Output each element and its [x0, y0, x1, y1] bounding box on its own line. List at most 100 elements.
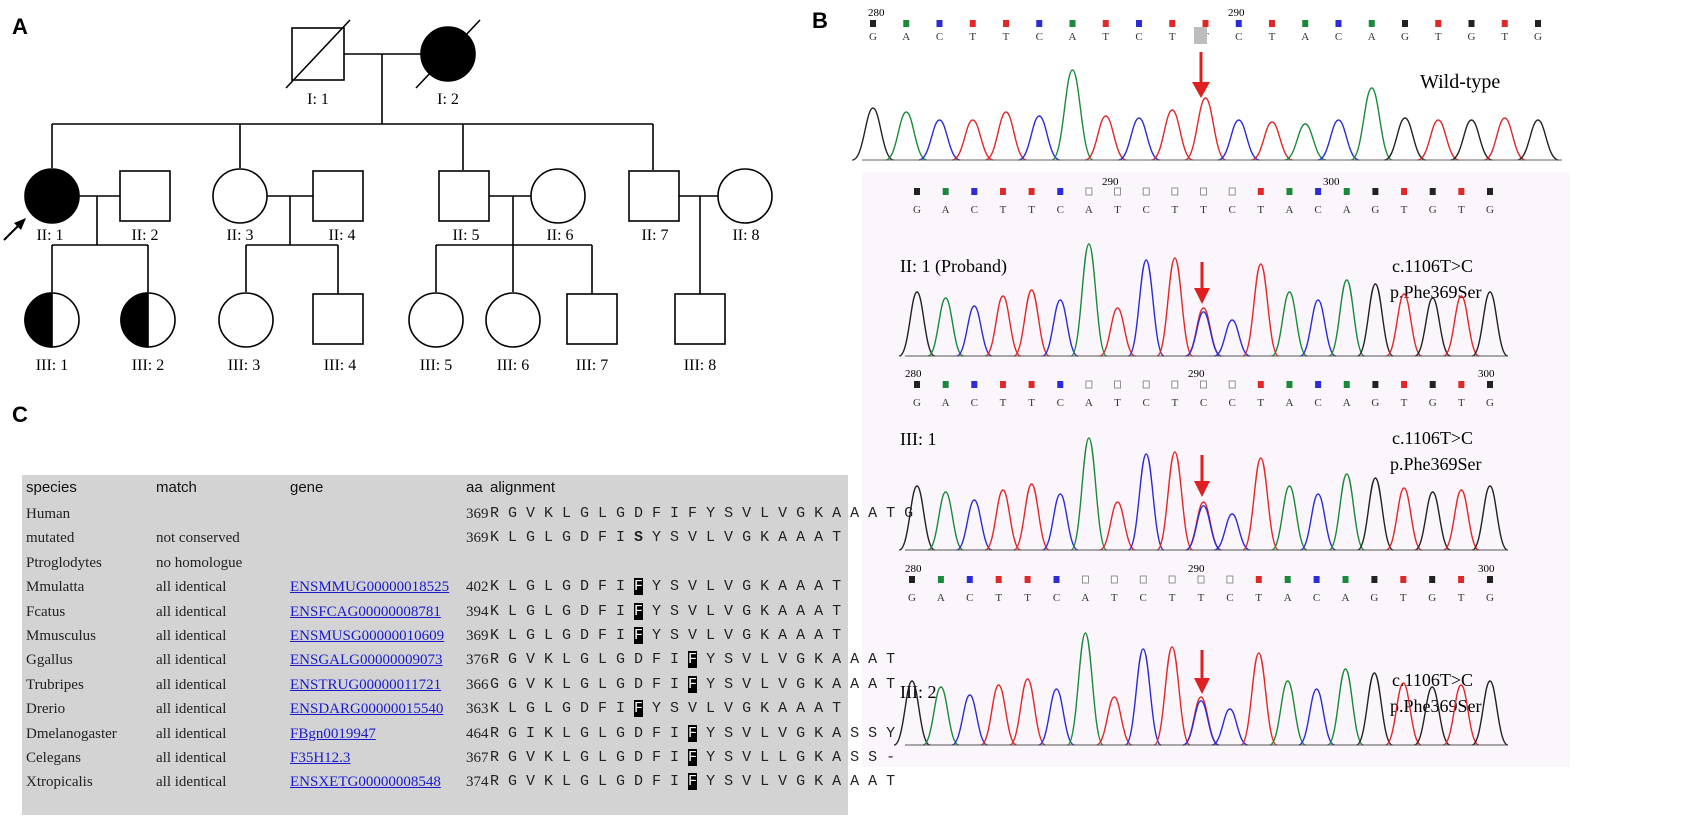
- base-letter: G: [1486, 397, 1494, 409]
- label-I2: I: 2: [437, 91, 459, 108]
- pedigree-II7-male: [628, 170, 680, 222]
- base-marker: [942, 188, 949, 195]
- match-cell: not conserved: [156, 530, 240, 547]
- base-letter: G: [1401, 31, 1409, 43]
- base-marker: [1171, 187, 1179, 196]
- chromatogram-peak: [1414, 297, 1451, 357]
- conserved-residue: F: [688, 773, 698, 791]
- base-marker: [914, 188, 920, 195]
- chromatogram-peak: [1214, 513, 1251, 551]
- base-letter: A: [1368, 31, 1376, 43]
- match-cell: all identical: [156, 579, 227, 596]
- chromatogram-peak: [1299, 299, 1337, 357]
- base-marker: [1435, 20, 1442, 27]
- gene-link[interactable]: ENSFCAG00000008781: [290, 603, 441, 620]
- proband-red-arrow: [1194, 262, 1210, 304]
- base-letter: A: [1069, 31, 1077, 43]
- base-letter: T: [1458, 592, 1465, 604]
- gene-link[interactable]: ENSDARG00000015540: [290, 701, 444, 718]
- base-marker: [1057, 381, 1064, 388]
- base-marker: [1053, 576, 1060, 583]
- aa-position-cell: 394: [466, 603, 489, 620]
- alignment-suffix: Y S V L V G K A A A T: [697, 773, 896, 791]
- alignment-prefix: K L G L G D F I: [490, 627, 635, 644]
- chromatogram-peak: [922, 686, 960, 746]
- base-marker: [1024, 576, 1031, 583]
- base-marker: [1085, 380, 1093, 389]
- chromatogram-peak: [1217, 119, 1260, 161]
- base-letter: G: [908, 592, 916, 604]
- base-letter: T: [1458, 204, 1465, 216]
- species-cell: Celegans: [26, 750, 81, 766]
- base-letter: G: [1429, 397, 1437, 409]
- base-marker: [1102, 20, 1109, 27]
- gene-link[interactable]: F35H12.3: [290, 750, 351, 766]
- chromatogram-peak: [1326, 668, 1365, 746]
- base-letter: T: [969, 31, 976, 43]
- base-marker: [1429, 576, 1436, 583]
- chromatogram-peak: [1099, 307, 1136, 357]
- gene-link[interactable]: ENSGALG00000009073: [290, 652, 443, 669]
- iii2-pos-left: 280: [905, 563, 922, 575]
- base-letter: G: [1429, 204, 1437, 216]
- base-marker: [1286, 188, 1293, 195]
- aa-position-cell: 369: [466, 530, 489, 547]
- base-marker: [1284, 576, 1291, 583]
- conserved-residue: F: [634, 627, 644, 644]
- alignment-cell: R G V K L G L G D F I F Y S V L V G K A …: [490, 647, 895, 673]
- alignment-suffix: Y S V L L G K A S S -: [697, 749, 896, 766]
- base-letter: C: [1053, 592, 1060, 604]
- iii2-peaks: [893, 632, 1509, 746]
- base-letter: A: [1285, 397, 1293, 409]
- gene-link[interactable]: ENSMUSG00000010609: [290, 628, 445, 644]
- chromatogram-peak: [1242, 263, 1280, 357]
- chromatogram-peak: [1240, 652, 1278, 746]
- iii1-pos-left: 280: [905, 368, 922, 380]
- header-aa: aa: [466, 479, 483, 496]
- gene-link[interactable]: ENSMMUG00000018525: [290, 579, 450, 596]
- base-letter: G: [869, 31, 877, 43]
- base-letter: T: [1257, 204, 1264, 216]
- iii2-pos-mid: 290: [1188, 563, 1205, 575]
- chromatogram-peak: [1070, 243, 1108, 357]
- label-II7: II: 7: [641, 227, 668, 244]
- base-letter: T: [1269, 31, 1276, 43]
- species-cell: Dmelanogaster: [26, 725, 117, 742]
- base-marker: [1335, 20, 1342, 27]
- base-letter: C: [1335, 31, 1342, 43]
- label-II4: II: 4: [328, 227, 355, 244]
- aa-position-cell: 363: [466, 701, 489, 718]
- chromatogram-peak: [898, 291, 936, 357]
- label-III8: III: 8: [684, 357, 716, 374]
- base-letter: C: [966, 592, 973, 604]
- match-cell: all identical: [156, 676, 227, 693]
- base-marker: [1401, 381, 1408, 388]
- pedigree-III3-female: [218, 292, 274, 348]
- gene-link[interactable]: FBgn0019947: [290, 725, 376, 742]
- chromatogram-peak: [1414, 491, 1451, 551]
- chromatogram-peak: [984, 489, 1022, 551]
- gene-link[interactable]: ENSTRUG00000011721: [290, 676, 442, 693]
- aa-position-cell: 369: [466, 506, 489, 522]
- base-marker: [1168, 575, 1176, 584]
- base-marker: [1302, 20, 1309, 27]
- gene-link[interactable]: ENSXETG00000008548: [290, 774, 441, 791]
- chromatogram-peak: [1018, 115, 1061, 161]
- base-marker: [1458, 188, 1465, 195]
- table-header: species match gene aa alignment: [22, 475, 848, 501]
- chromatogram-peak: [1298, 688, 1335, 746]
- species-cell: Fcatus: [26, 603, 66, 620]
- base-marker: [1402, 20, 1408, 27]
- chromatogram-peak: [1271, 485, 1308, 551]
- base-letter: A: [942, 397, 950, 409]
- conserved-residue: F: [688, 505, 698, 522]
- base-letter: A: [1284, 592, 1292, 604]
- base-marker: [903, 20, 910, 27]
- base-letter: T: [1114, 397, 1121, 409]
